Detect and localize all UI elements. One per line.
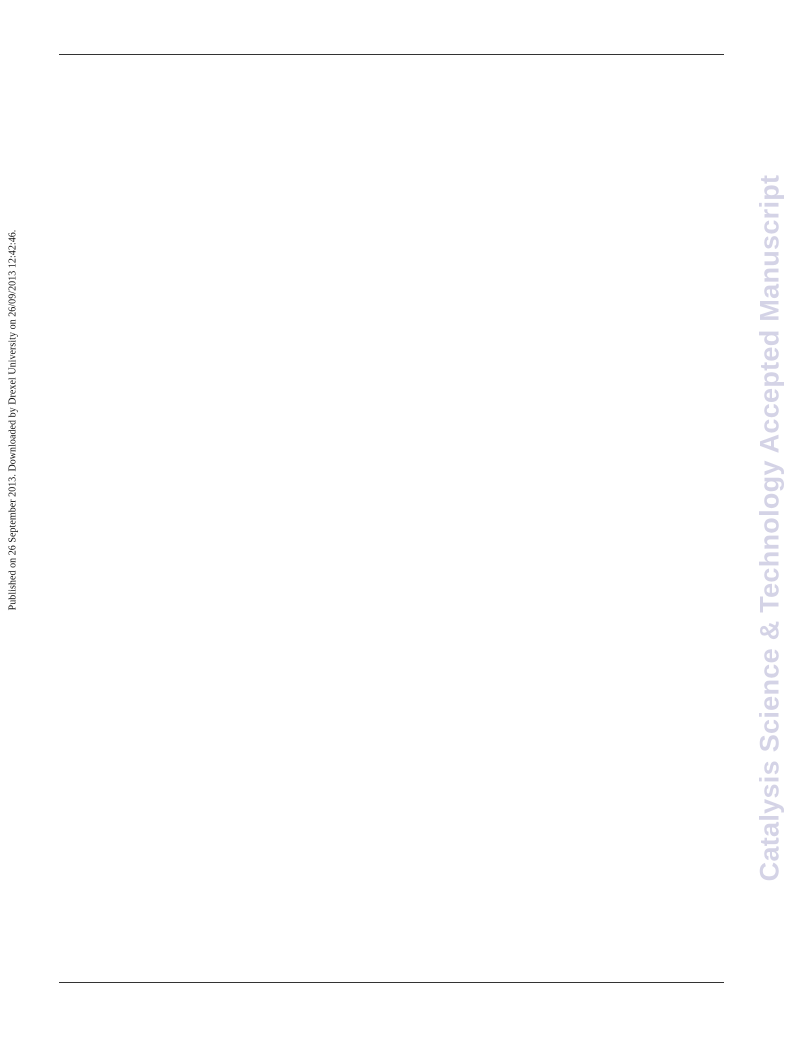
journal-watermark: Catalysis Science & Technology Accepted … bbox=[754, 174, 785, 882]
footer-rule bbox=[59, 982, 724, 983]
header-rule bbox=[59, 54, 724, 55]
publication-download-notice: Published on 26 September 2013. Download… bbox=[7, 229, 19, 611]
